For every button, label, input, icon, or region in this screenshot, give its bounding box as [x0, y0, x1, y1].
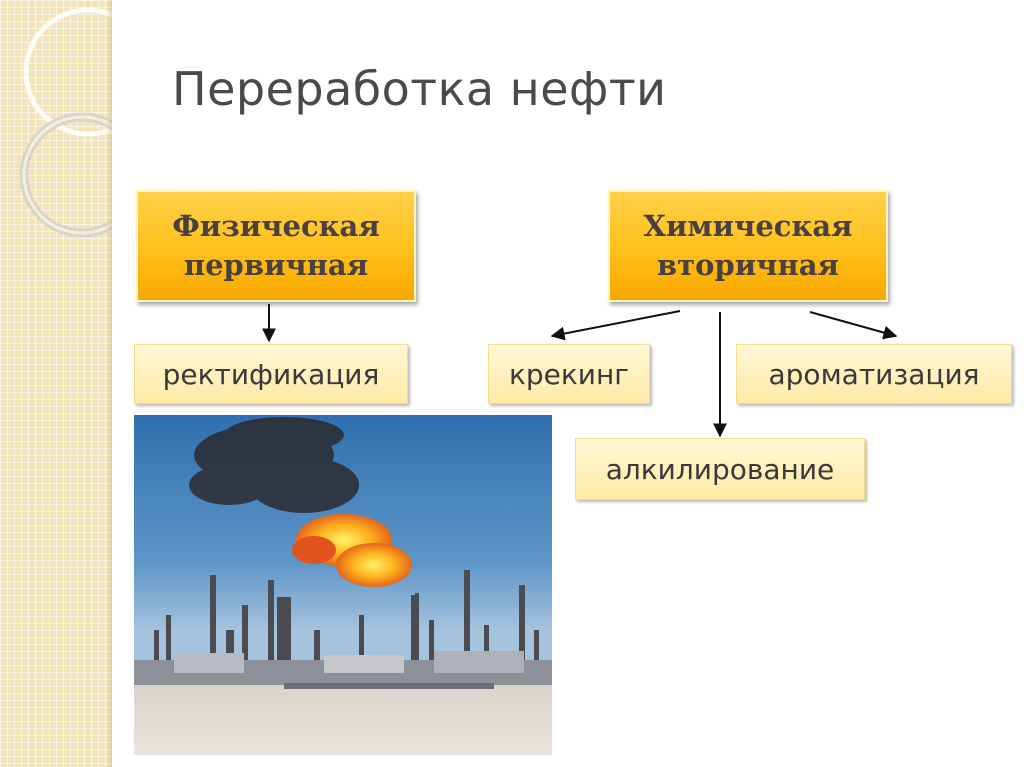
decorative-rings [19, 7, 112, 238]
refinery-buildings [134, 651, 552, 685]
slide-title: Переработка нефти [172, 62, 667, 116]
arrow-to-aromatization [809, 311, 898, 340]
pipeline [284, 683, 494, 689]
chemical-label: Химическая [643, 208, 853, 243]
smoke-plume [189, 417, 359, 513]
aromatization-box: ароматизация [736, 344, 1012, 404]
rectification-box: ректификация [134, 344, 408, 404]
gas-flare [292, 514, 412, 587]
cracking-box: крекинг [488, 344, 650, 404]
secondary-label: вторичная [657, 248, 839, 282]
physical-primary-box: Физическая первичная [136, 190, 416, 302]
alkylation-box: алкилирование [575, 438, 865, 500]
refinery-photo [134, 415, 552, 755]
arrow-to-cracking [550, 310, 681, 341]
chemical-secondary-box: Химическая вторичная [608, 190, 888, 302]
physical-label: Физическая [172, 208, 380, 243]
decorative-side-strip [0, 0, 112, 767]
primary-label: первичная [183, 248, 369, 282]
ground [134, 685, 552, 755]
